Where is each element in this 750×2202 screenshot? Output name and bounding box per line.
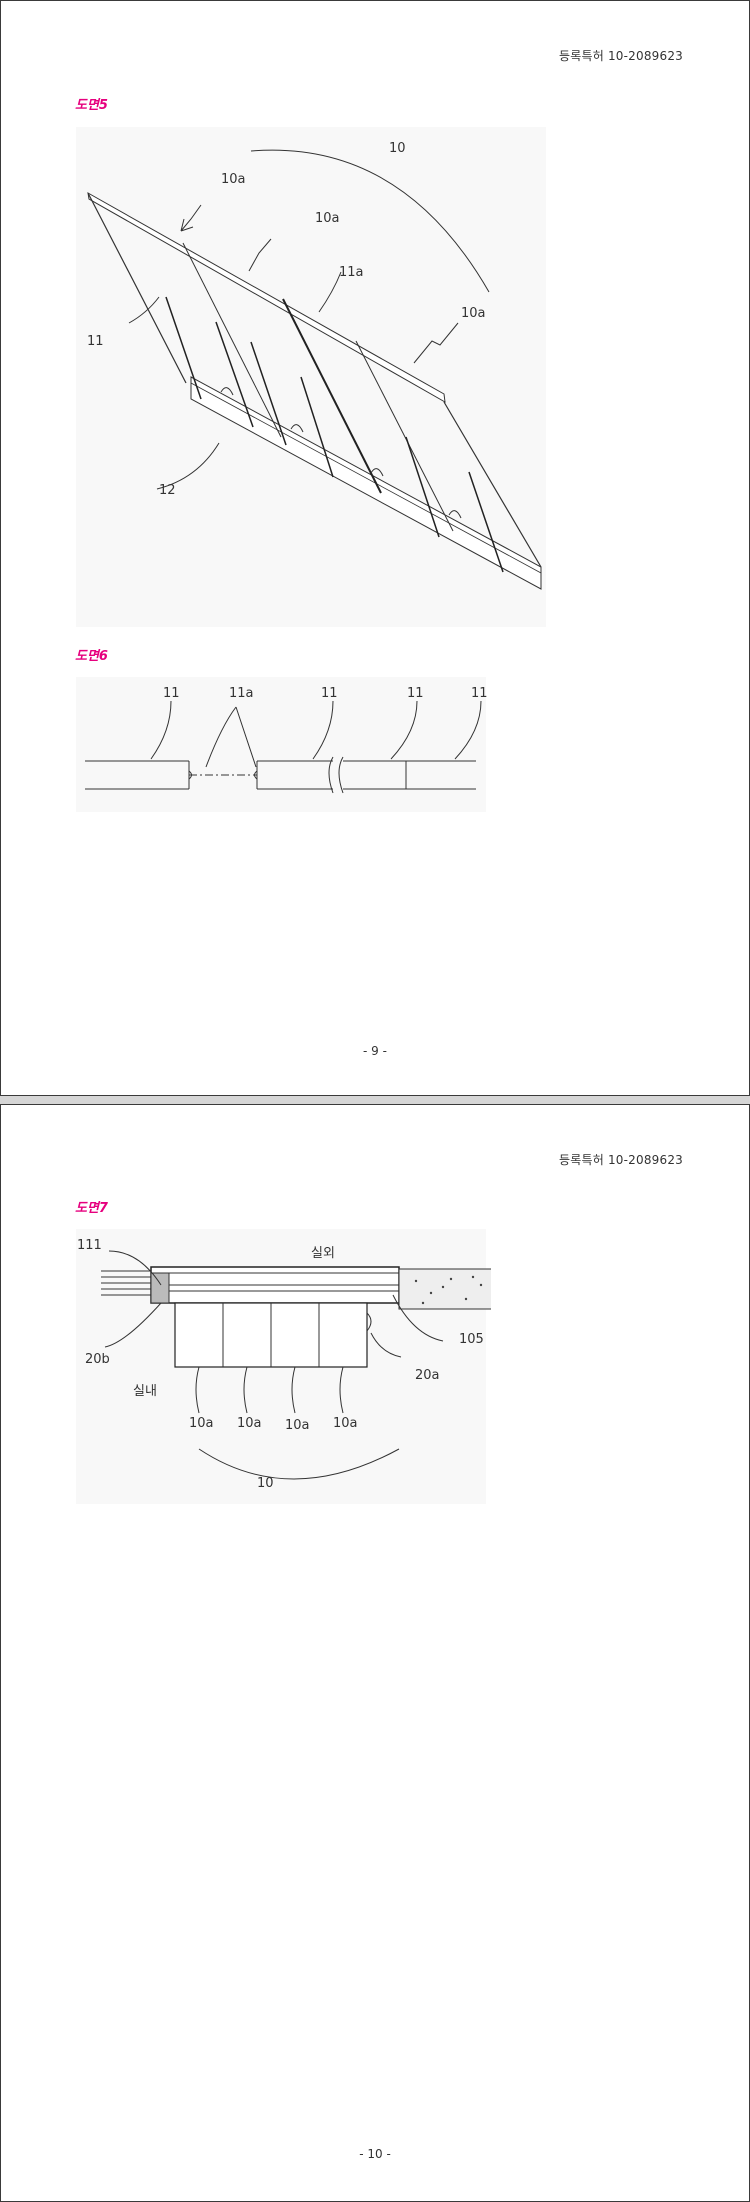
- figure-6-title: 도면6: [75, 649, 108, 664]
- fig7-label-outdoor: 실외: [311, 1246, 335, 1261]
- fig7-label-10a-3: 10a: [285, 1418, 310, 1433]
- label-fold-11a: 11a: [339, 265, 364, 280]
- document-page-9: 등록특허 10-2089623 도면5: [0, 0, 750, 1096]
- page-number: - 9 -: [363, 1044, 387, 1058]
- fig7-label-111: 111: [77, 1238, 102, 1253]
- label-holder-12: 12: [159, 483, 176, 498]
- fig7-label-10: 10: [257, 1476, 274, 1491]
- fig7-label-20a: 20a: [415, 1368, 440, 1383]
- fig6-label-11-a: 11: [163, 686, 180, 701]
- patent-number: 등록특허 10-2089623: [558, 49, 683, 63]
- figure-6-drawing: 11 11a 11 11 11: [71, 677, 491, 817]
- fig7-label-10a-4: 10a: [333, 1416, 358, 1431]
- fig7-label-10a-1: 10a: [189, 1416, 214, 1431]
- document-page-10: 등록특허 10-2089623 도면7: [0, 1104, 750, 2202]
- label-sheet-11: 11: [87, 334, 104, 349]
- label-overall-10: 10: [389, 141, 406, 156]
- figure-5-drawing: 10 10a 10a 11a 10a 11 12: [71, 127, 551, 627]
- patent-number: 등록특허 10-2089623: [558, 1153, 683, 1167]
- fig7-label-105: 105: [459, 1332, 484, 1347]
- label-panel-10a-2: 10a: [315, 211, 340, 226]
- fig6-label-11a: 11a: [229, 686, 254, 701]
- label-panel-10a-3: 10a: [461, 306, 486, 321]
- fig6-label-11-c: 11: [407, 686, 424, 701]
- figure-7-title: 도면7: [75, 1201, 108, 1216]
- figure-7-drawing: 111 실외 20b 105 20a 실내 10a 10a 10a 10a 10: [71, 1229, 491, 1509]
- fig7-label-10a-2: 10a: [237, 1416, 262, 1431]
- fig6-label-11-b: 11: [321, 686, 338, 701]
- fig7-label-20b: 20b: [85, 1352, 110, 1367]
- label-panel-10a-1: 10a: [221, 172, 246, 187]
- fig7-label-indoor: 실내: [133, 1384, 157, 1399]
- figure-5-title: 도면5: [75, 98, 108, 113]
- page-number: - 10 -: [359, 2147, 391, 2161]
- fig6-label-11-d: 11: [471, 686, 488, 701]
